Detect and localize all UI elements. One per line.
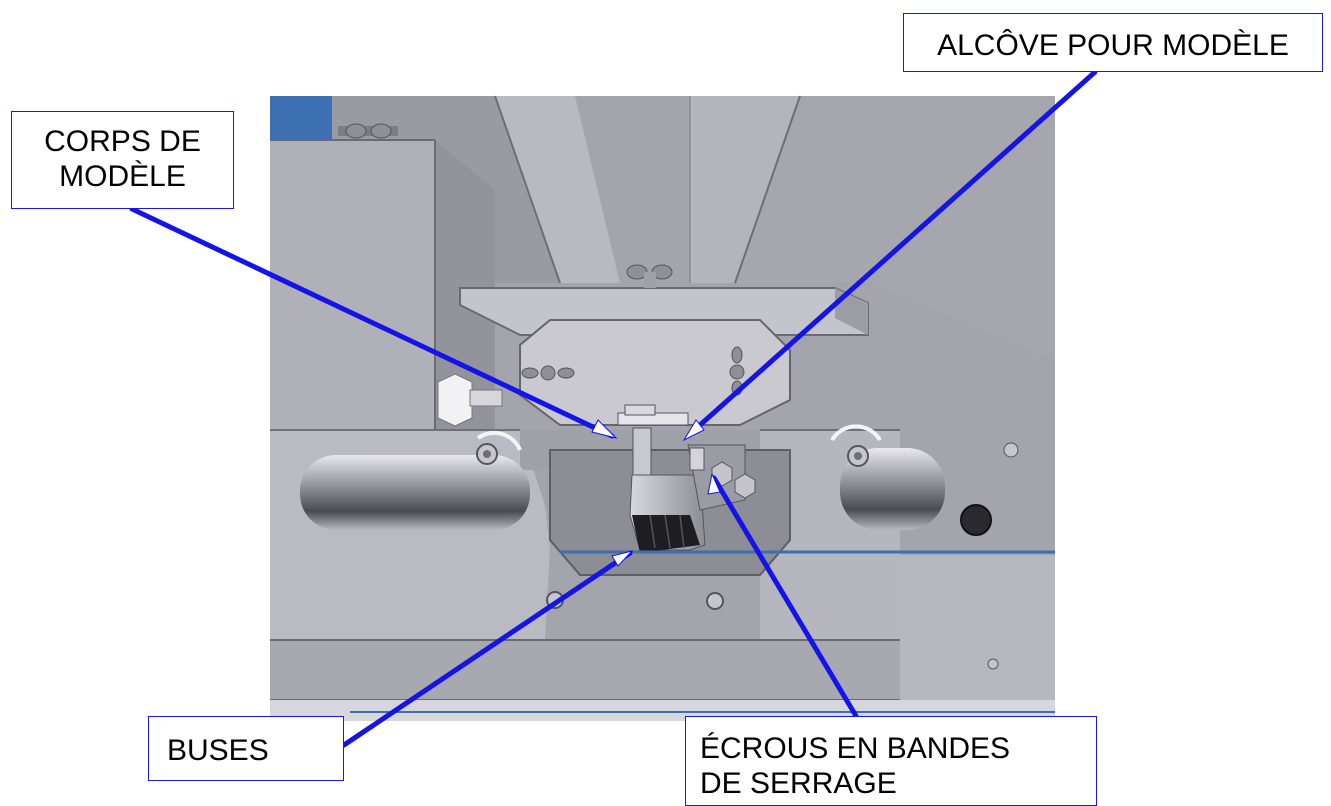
- arrowhead-corps: [591, 419, 618, 439]
- arrowhead-alcove: [682, 419, 705, 442]
- clamp-strip-nuts: [689, 447, 756, 499]
- leader-lines: [129, 69, 1098, 748]
- arrowhead-buses: [611, 550, 634, 567]
- arrowhead-ecrous: [707, 472, 721, 495]
- leader-buses: [341, 550, 633, 748]
- label-corps-de-modele: CORPS DE MODÈLE: [11, 111, 234, 209]
- wing-nut-top: [338, 123, 398, 139]
- machine-photo: [270, 95, 1055, 721]
- roller-right: [840, 448, 945, 530]
- roller-left: [300, 455, 530, 530]
- leader-corps: [129, 206, 615, 439]
- label-ecrous-bandes-serrage: ÉCROUS EN BANDES DE SERRAGE: [685, 716, 1097, 806]
- leader-arrowheads: [591, 419, 721, 567]
- leader-alcove: [687, 69, 1098, 437]
- leader-ecrous: [711, 475, 859, 719]
- wing-nut-plate: [626, 264, 673, 288]
- label-alcove-pour-modele: ALCÔVE POUR MODÈLE: [903, 13, 1323, 72]
- wing-nut-right: [729, 346, 745, 396]
- wing-nut-left: [521, 365, 575, 381]
- label-buses: BUSES: [148, 716, 344, 781]
- blue-frame-edge: [270, 96, 332, 141]
